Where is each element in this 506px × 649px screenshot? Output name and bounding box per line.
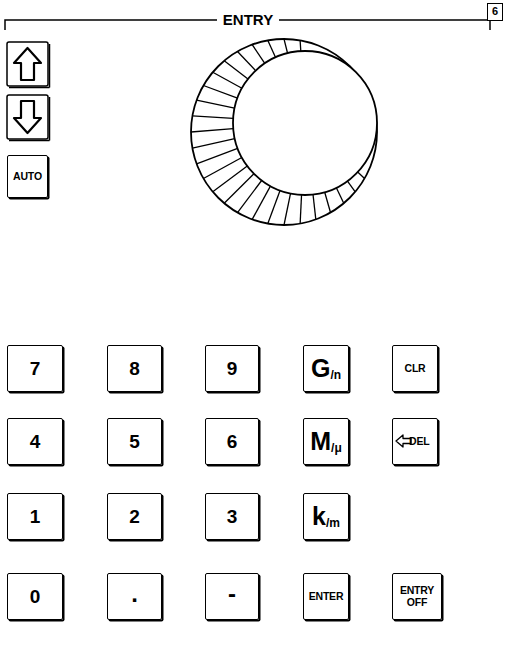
key-label: 2 (129, 507, 140, 527)
knurl-ridge (238, 180, 262, 212)
key-label: 8 (129, 359, 140, 379)
digit-key: 3 (205, 493, 259, 540)
knurl-ridge (197, 100, 235, 108)
knurl-ridge (238, 51, 256, 70)
unit-sub: /n (330, 369, 341, 382)
knurl-ridge (313, 195, 316, 220)
knurl-ridge (358, 172, 365, 178)
digit-key: 6 (205, 418, 259, 465)
digit-key: 0 (7, 573, 63, 620)
knurl-ridge (192, 139, 234, 148)
knurl-ridge (268, 191, 280, 224)
knurl-ridge (224, 61, 248, 79)
knurl-ridge (203, 158, 241, 179)
digit-key: 7 (7, 345, 63, 392)
digit-key: 8 (107, 345, 162, 392)
section-heading: ENTRY (217, 11, 279, 28)
digit-key: 5 (107, 418, 162, 465)
key-label: 0 (30, 587, 41, 607)
knurl-ridge (252, 186, 270, 219)
key-label: 1 (30, 507, 41, 527)
key-label: ENTRY OFF (393, 585, 441, 607)
knurl-ridge (213, 72, 242, 88)
unit-sub: /μ (331, 442, 342, 455)
key-label: CLR (405, 363, 426, 374)
symbol-key: - (205, 573, 259, 620)
digit-key: 4 (7, 418, 63, 465)
unit-prefix: G (311, 355, 330, 381)
key-label: 4 (30, 432, 41, 452)
down-arrow-key (7, 95, 50, 141)
knurl-ridge (268, 40, 276, 57)
key-label: ENTER (309, 591, 344, 602)
key-label: . (131, 581, 138, 606)
key-label: 3 (227, 507, 238, 527)
knurl-ridge (299, 40, 301, 51)
knurl-ridge (224, 174, 254, 204)
delete-key: DEL (392, 418, 438, 465)
key-label: 6 (227, 432, 238, 452)
key-label: DEL (409, 436, 429, 447)
key-label: 7 (30, 359, 41, 379)
knurl-ridge (203, 86, 237, 99)
unit-sub: /m (326, 517, 340, 530)
unit-prefix: k (312, 503, 326, 529)
symbol-key: . (107, 573, 162, 620)
knurl-ridge (284, 39, 288, 53)
function-key: ENTER (303, 573, 349, 620)
key-label: 9 (227, 359, 238, 379)
rotary-knob (191, 39, 377, 225)
delete-arrow-symbol (396, 435, 411, 447)
digit-key: 2 (107, 493, 162, 540)
key-label: 5 (129, 432, 140, 452)
knurl-ridge (336, 188, 343, 203)
up-arrow-key (7, 42, 50, 88)
knurl-ridge (192, 116, 233, 119)
knurl-ridge (325, 192, 331, 212)
function-key: CLR (392, 345, 438, 392)
figure-number: 6 (487, 3, 503, 21)
key-label: - (228, 581, 236, 606)
digit-key: 1 (7, 493, 63, 540)
knurl-ridge (252, 45, 265, 64)
unit-key: G/n (303, 345, 349, 392)
unit-prefix: M (310, 428, 331, 454)
digit-key: 9 (205, 345, 259, 392)
function-key: ENTRY OFF (392, 573, 442, 620)
function-key: AUTO (7, 155, 48, 198)
knurl-ridge (300, 195, 301, 224)
unit-key: M/μ (303, 418, 349, 465)
knurl-ridge (347, 181, 355, 192)
knurl-ridge (197, 148, 238, 163)
key-label: AUTO (13, 171, 42, 182)
unit-key: k/m (303, 493, 349, 540)
knurl-ridge (284, 194, 290, 225)
knurl-ridge (191, 129, 233, 132)
key-label: 6 (492, 6, 498, 18)
